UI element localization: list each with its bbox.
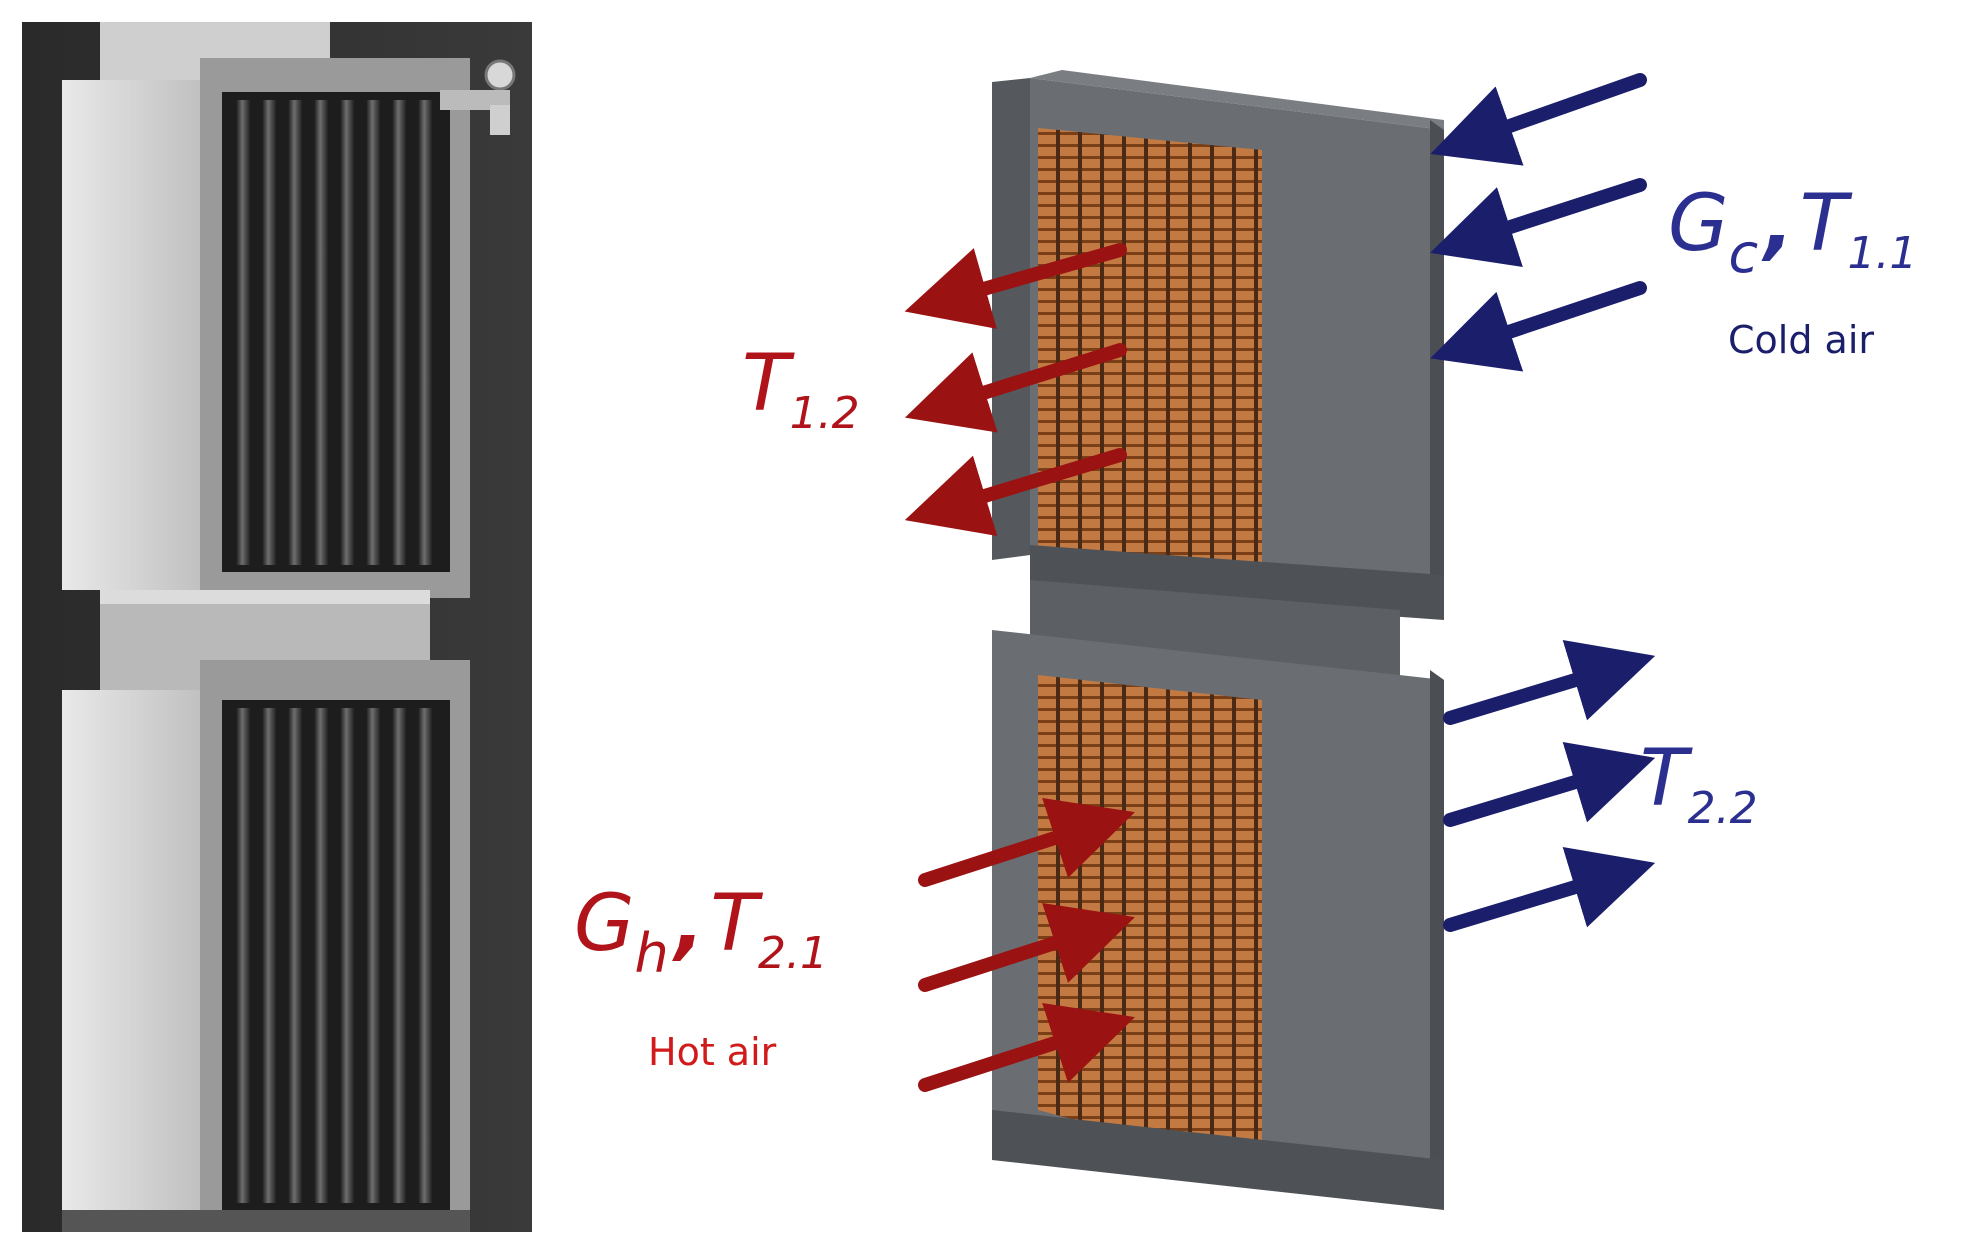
cold-air-caption: Cold air (1728, 318, 1875, 362)
cold-inlet-label: Gc,T1.1 (1668, 179, 1918, 285)
hot-in-temp-sub: 2.1 (757, 928, 828, 979)
cold-flow-symbol: G (1668, 179, 1729, 269)
hot-flow-subscript: h (634, 922, 669, 985)
cold-outlet-arrows (1443, 639, 1656, 932)
cold-inlet-arrows (1430, 73, 1647, 372)
lower-module (992, 630, 1444, 1210)
hot-inlet-label: Gh,T2.1 (574, 879, 828, 985)
cold-in-temp: T (1799, 179, 1848, 269)
hot-air-caption: Hot air (648, 1030, 777, 1074)
hot-in-temp: T (710, 879, 758, 969)
cold-in-temp-sub: 1.1 (1847, 228, 1918, 279)
cold-outlet-temp-label: T1.2 (742, 339, 860, 439)
hot-inlet-arrows (918, 797, 1135, 1092)
upper-module (992, 70, 1444, 620)
cold-flow-subscript: c (1728, 222, 1759, 285)
heat-exchanger-photo (22, 22, 532, 1232)
hot-flow-symbol: G (574, 879, 635, 969)
hot-outlet-arrows (904, 243, 1127, 537)
hot-outlet-temp-label: T2.2 (1640, 734, 1758, 834)
